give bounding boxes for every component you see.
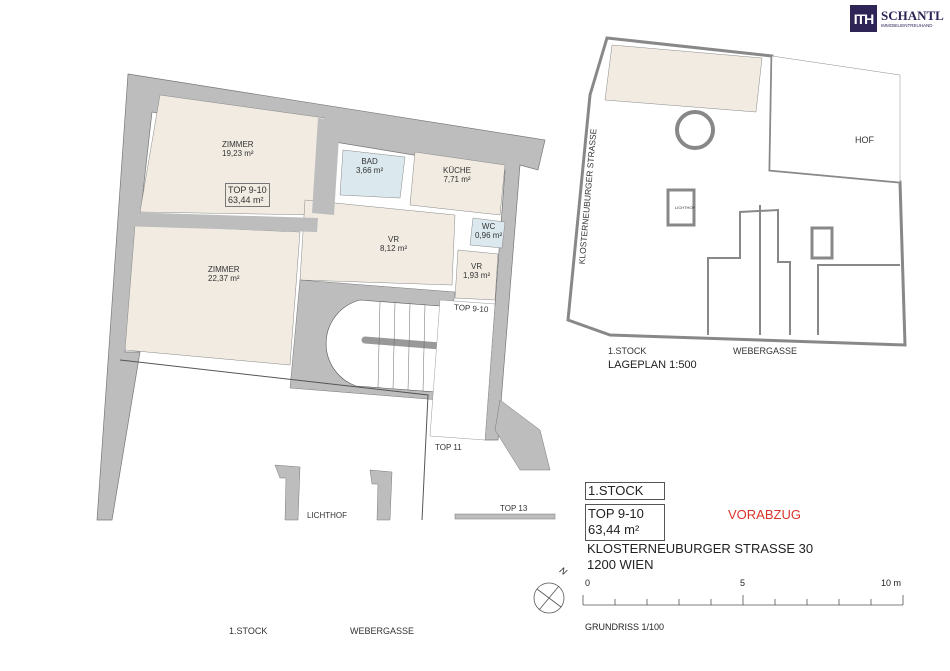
room-kueche	[409, 151, 506, 216]
info-area: 63,44 m²	[588, 522, 640, 537]
interior-wall	[120, 212, 318, 232]
room-wc	[469, 217, 506, 249]
scale-tick-0: 0	[585, 578, 591, 588]
scale-tick-10: 10 m	[881, 578, 902, 588]
address: KLOSTERNEUBURGER STRASSE 30	[587, 541, 814, 556]
info-unit: TOP 9-10	[588, 506, 644, 521]
logo-tagline: IMMOBILIENTREUHAND	[881, 23, 933, 28]
lichthof-label: LICHTHOF	[307, 511, 347, 520]
site-title: LAGEPLAN 1:500	[608, 359, 697, 371]
room-bad	[339, 149, 406, 199]
unit-box	[585, 504, 665, 541]
room-vr-small	[454, 249, 499, 301]
site-hof: HOF	[855, 135, 874, 145]
top13-label: TOP 13	[500, 504, 528, 513]
top11-label: TOP 11	[435, 443, 462, 452]
site-lichthof: LICHTHOF	[675, 205, 695, 210]
logo-mark: ITH	[850, 5, 877, 32]
city: 1200 WIEN	[587, 557, 654, 572]
street-label: WEBERGASSE	[350, 626, 415, 636]
floor-box	[585, 482, 665, 500]
scale-bar	[582, 595, 904, 606]
site-floor: 1.STOCK	[608, 346, 647, 356]
north-compass	[533, 582, 565, 614]
floor-label: 1.STOCK	[229, 626, 268, 636]
site-unit-highlight	[604, 44, 763, 113]
room-vr	[299, 199, 456, 286]
site-street-bottom: WEBERGASSE	[733, 346, 798, 356]
info-floor: 1.STOCK	[588, 483, 644, 498]
logo-name: SCHANTL	[881, 8, 944, 23]
scale-label: GRUNDRISS 1/100	[585, 622, 665, 632]
room-zimmer-2	[124, 224, 301, 366]
lichthof-wall	[274, 464, 301, 521]
stair-well	[325, 299, 441, 393]
scale-tick-5: 5	[740, 578, 746, 588]
interior-wall	[312, 118, 340, 215]
main-building-wall	[96, 73, 546, 521]
status-label: VORABZUG	[728, 507, 801, 522]
